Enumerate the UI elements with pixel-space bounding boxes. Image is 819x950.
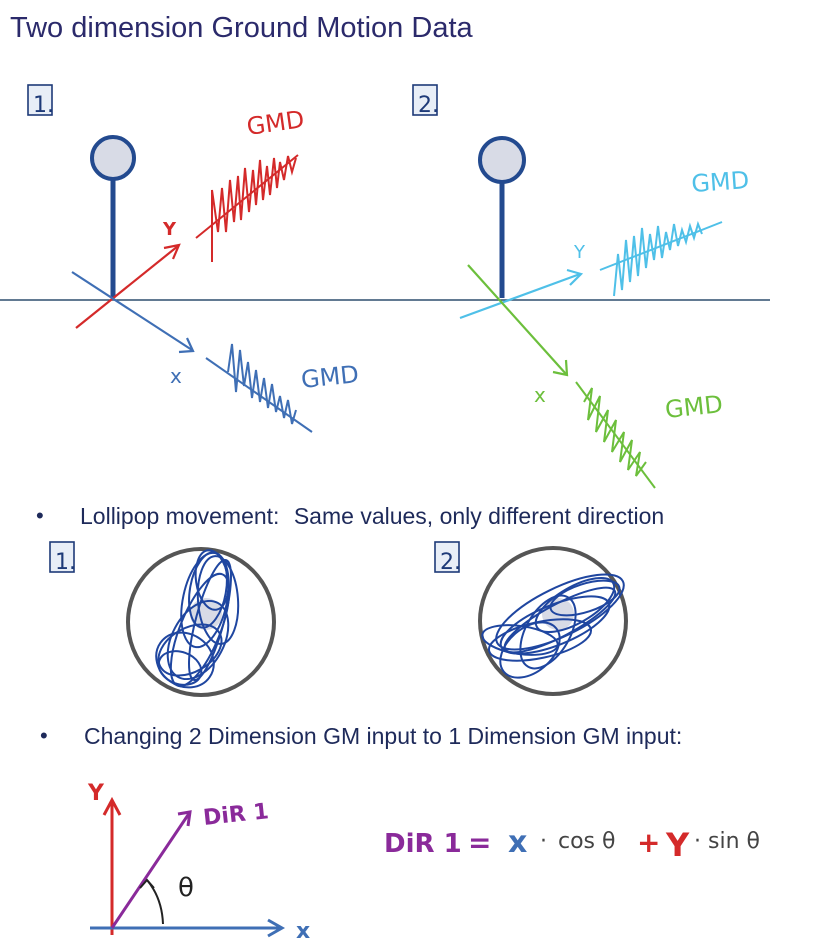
- lollipop-1: [90, 135, 136, 298]
- panel2-gmd-y-label: GMD: [690, 166, 750, 198]
- vector-x-label: x: [296, 919, 310, 944]
- panel2-x-axis: x: [467, 264, 569, 407]
- panel2-gmd-x-signal: [575, 381, 656, 489]
- formula-plus: +: [637, 826, 660, 859]
- formula-sin: sin θ: [708, 829, 760, 854]
- vector-diagram: [90, 796, 286, 938]
- panel2-number: 2.: [412, 84, 439, 118]
- formula-eq: =: [468, 826, 491, 859]
- panel1-gmd-x-label: GMD: [300, 360, 360, 394]
- orbit1-number-label: 1.: [55, 550, 76, 575]
- orbit-plot-1: [126, 547, 276, 697]
- vector-angle-label: θ: [178, 873, 194, 903]
- bullet-lollipop-rest: Same values, only different direction: [293, 503, 665, 529]
- panel2-y-label: Y: [573, 242, 586, 263]
- formula-y: Y: [665, 826, 690, 864]
- panel2-x-label: x: [534, 383, 546, 407]
- panel2-y-axis: Y: [459, 242, 586, 320]
- formula-cos: cos θ: [558, 829, 615, 854]
- panel1-number-label: 1.: [33, 93, 54, 118]
- orbit-plot-2: [478, 546, 628, 696]
- panel2-gmd-y-signal: [599, 220, 723, 297]
- panel1-y-label: Y: [162, 219, 177, 240]
- lollipop-2: [478, 136, 526, 298]
- formula-dot1: ·: [540, 829, 547, 854]
- orbit2-number: 2.: [434, 541, 461, 575]
- panel1-x-label: x: [170, 364, 182, 388]
- bullet-dot-1: •: [36, 503, 44, 528]
- bullet-lollipop-lead: Lollipop movement:: [80, 503, 280, 529]
- vector-y-label: Y: [87, 781, 105, 806]
- bullet-dot-2: •: [40, 723, 48, 748]
- vector-dir-label: DiR 1: [202, 799, 270, 831]
- formula-dot2: ·: [694, 829, 701, 854]
- panel1-gmd-y-signal: [195, 154, 299, 262]
- panel1-number: 1.: [27, 84, 54, 118]
- formula: DiR 1 = x · cos θ + Y · sin θ: [384, 825, 760, 864]
- formula-lhs: DiR 1: [384, 829, 462, 859]
- bullet-lollipop: Lollipop movement: Same values, only dif…: [80, 503, 664, 530]
- panel2-number-label: 2.: [418, 93, 439, 118]
- panel1-gmd-x-signal: [205, 343, 313, 433]
- panel1-gmd-y-label: GMD: [245, 105, 306, 141]
- orbit2-number-label: 2.: [440, 550, 461, 575]
- formula-x: x: [508, 825, 527, 860]
- panel2-gmd-x-label: GMD: [664, 390, 724, 424]
- orbit1-number: 1.: [49, 541, 76, 575]
- page-title: Two dimension Ground Motion Data: [10, 12, 473, 44]
- panel1-y-axis: Y: [75, 219, 181, 329]
- panel1-x-axis: x: [71, 271, 195, 388]
- bullet-changing: Changing 2 Dimension GM input to 1 Dimen…: [84, 723, 683, 749]
